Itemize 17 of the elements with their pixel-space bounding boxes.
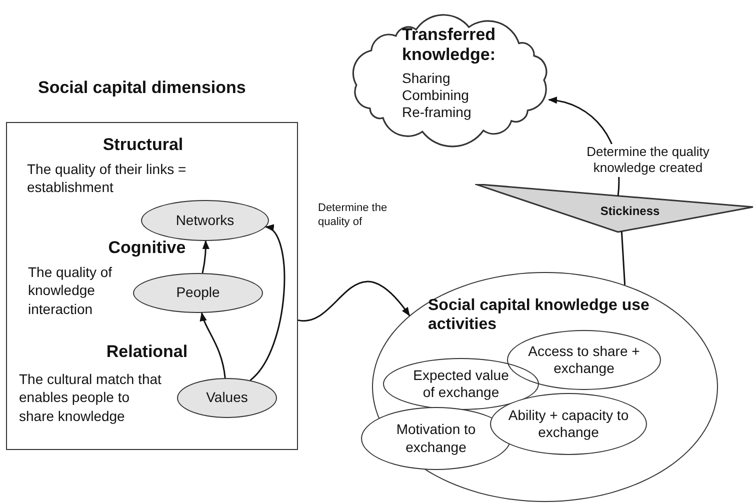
list-item: Combining <box>402 86 470 104</box>
connector-arrow <box>200 312 226 378</box>
description-text: The quality of their links = establishment <box>27 160 188 197</box>
wedge-label: Stickiness <box>599 204 661 218</box>
oval-node: Access to share + exchange <box>507 330 661 390</box>
connector-arrow <box>250 226 286 381</box>
list-item: Sharing <box>402 69 452 88</box>
section-heading: Relational <box>105 342 189 362</box>
description-text: The cultural match that enables people to share knowledge <box>19 370 162 426</box>
connector-arrow <box>202 240 210 274</box>
connector-arrow <box>298 281 410 322</box>
list-item: Re-framing <box>402 103 472 122</box>
cloud-heading: Transferred knowledge: <box>402 25 497 66</box>
description-text: The quality of knowledge interaction <box>28 263 114 318</box>
section-heading: Cognitive <box>107 238 187 258</box>
panel-heading: Social capital dimensions <box>38 78 247 98</box>
section-heading: Structural <box>102 135 184 156</box>
